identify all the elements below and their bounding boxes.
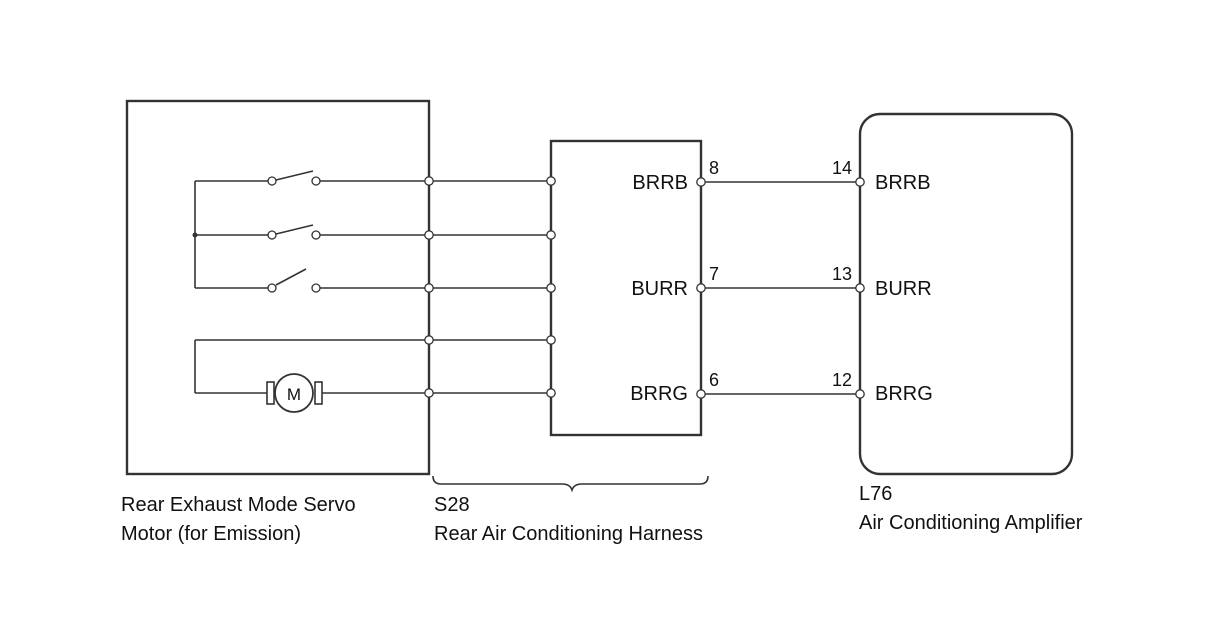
amplifier-pin-number: 12 [832, 370, 852, 390]
servo-motor-name-line2: Motor (for Emission) [121, 523, 302, 545]
amplifier-code: L76 [859, 483, 893, 505]
amplifier-terminals [855, 177, 865, 399]
amplifier-signal-label: BURR [875, 278, 932, 300]
switch-2 [267, 224, 429, 240]
harness-left-terminals [546, 176, 556, 398]
amplifier-box [858, 112, 1074, 476]
harness-signal-label: BRRG [630, 383, 688, 405]
harness-signal-label: BURR [631, 278, 688, 300]
harness-code: S28 [434, 494, 470, 516]
servo-to-harness-wires [429, 180, 551, 394]
harness-right-terminals [696, 177, 706, 399]
amplifier-name: Air Conditioning Amplifier [859, 512, 1083, 534]
amplifier-signal-label: BRRG [875, 383, 933, 405]
harness-pin-number: 7 [709, 264, 719, 284]
amplifier-pin-number: 14 [832, 158, 852, 178]
switch-circuit [192, 170, 429, 293]
switch-3 [267, 268, 429, 293]
harness-name: Rear Air Conditioning Harness [434, 523, 704, 545]
harness-caption: S28 Rear Air Conditioning Harness [434, 491, 703, 549]
motor-circuit: M [194, 339, 429, 413]
harness-bracket [432, 475, 709, 493]
servo-motor-name-line1: Rear Exhaust Mode Servo [121, 494, 356, 516]
motor-brush-right [314, 381, 323, 405]
motor-symbol: M [287, 385, 301, 404]
harness-pin-number: 6 [709, 370, 719, 390]
harness-signal-label: BRRB [632, 172, 688, 194]
junction-dot [192, 232, 198, 238]
motor-brush-left [266, 381, 275, 405]
amplifier-signal-label: BRRB [875, 172, 931, 194]
motor-icon [274, 373, 314, 413]
servo-motor-caption: Rear Exhaust Mode Servo Motor (for Emiss… [121, 491, 356, 549]
harness-to-amplifier-wires [701, 181, 860, 395]
servo-edge-terminals [424, 176, 434, 398]
harness-connector-box [549, 139, 703, 437]
amplifier-pin-number: 13 [832, 264, 852, 284]
switch-1 [267, 170, 429, 186]
harness-pin-number: 8 [709, 158, 719, 178]
amplifier-caption: L76 Air Conditioning Amplifier [859, 480, 1082, 538]
